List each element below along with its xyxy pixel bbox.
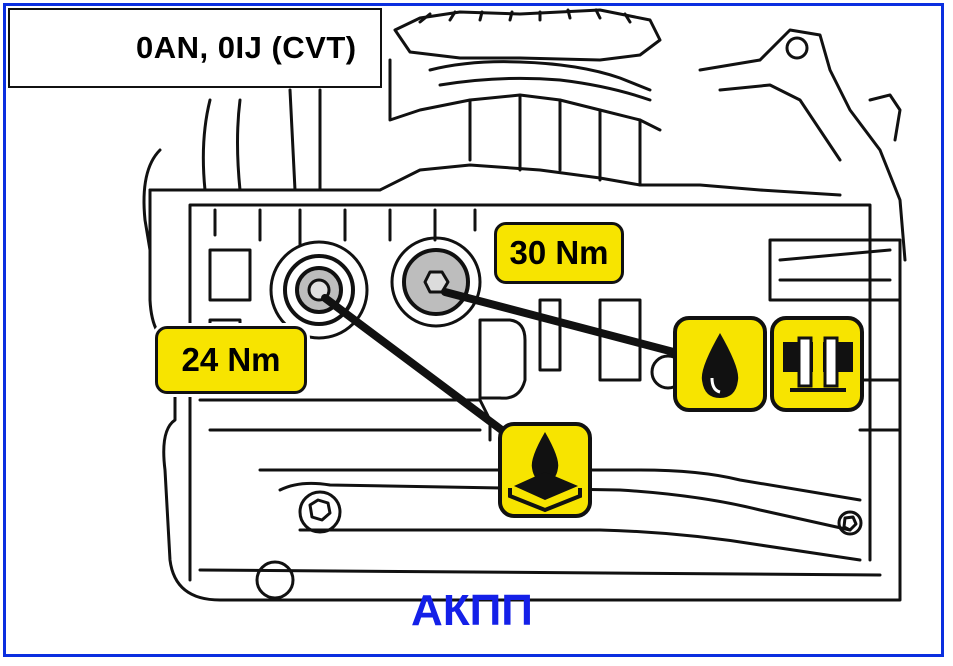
drain-plug-boss — [269, 240, 369, 340]
transmission-code-box: 0AN, 0IJ (CVT) — [8, 8, 382, 88]
right-bracket — [758, 28, 907, 262]
seal-ring-icon — [770, 316, 864, 412]
drain-leader-line — [321, 294, 519, 444]
corner-bolt — [837, 510, 863, 536]
check-plug-torque-label: 30 Nm — [494, 222, 624, 284]
check-leader-line — [441, 288, 689, 359]
pan-bolt — [298, 490, 342, 534]
drain-plug-torque-label: 24 Nm — [155, 326, 307, 394]
filler-cap — [393, 8, 662, 62]
transmission-code: 0AN, 0IJ (CVT) — [136, 30, 357, 65]
caption-label: АКПП — [411, 586, 533, 635]
mount-hole — [785, 36, 809, 60]
check-plug-boss — [390, 236, 482, 328]
oil-drain-tray-icon — [498, 422, 592, 518]
oil-drop-icon — [673, 316, 767, 412]
housing-top-edge — [148, 163, 842, 197]
